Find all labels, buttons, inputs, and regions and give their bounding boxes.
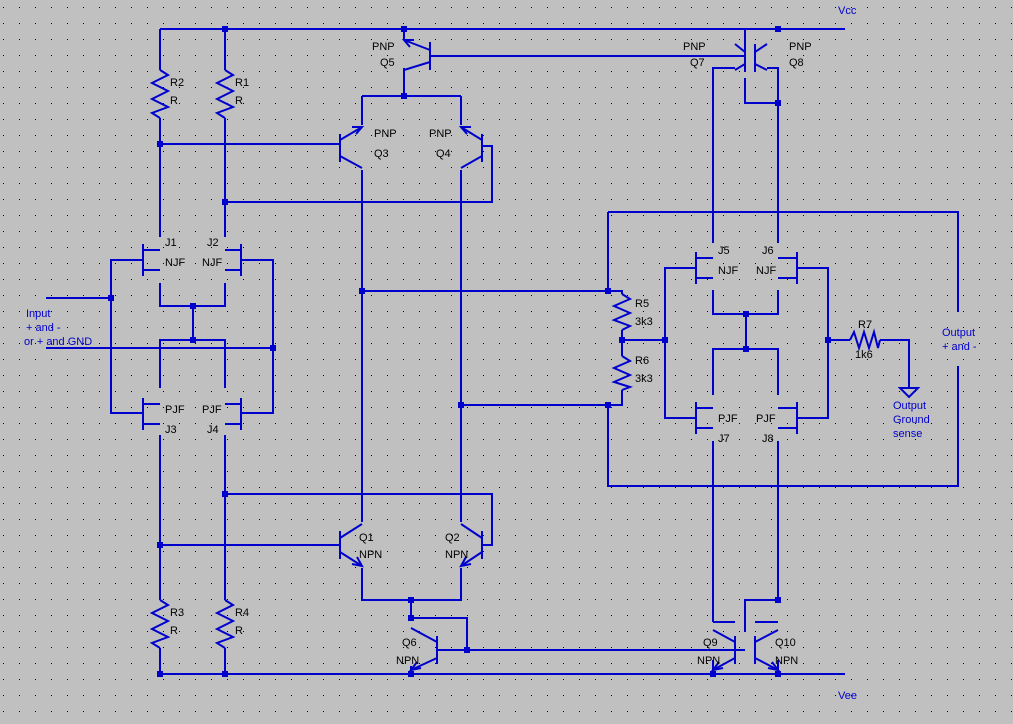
q2-name: Q2	[445, 532, 460, 544]
q7-type: PNP	[683, 41, 706, 53]
j1-type: NJF	[165, 257, 185, 269]
r1-name: R1	[235, 77, 249, 89]
input-label-3: or + and GND	[24, 336, 92, 348]
output-label-1: Output	[942, 327, 975, 339]
wires	[46, 28, 959, 675]
r4-name: R4	[235, 607, 249, 619]
q8-type: PNP	[789, 41, 812, 53]
jfet-j6-symbol[interactable]	[778, 252, 803, 284]
j2-name: J2	[207, 237, 219, 249]
resistor-r3-symbol[interactable]	[149, 599, 171, 649]
r2-name: R2	[170, 77, 184, 89]
q5-type: PNP	[372, 41, 395, 53]
r7-name: R7	[858, 319, 872, 331]
transistor-q3-symbol[interactable]	[339, 126, 365, 169]
jfet-j7-symbol[interactable]	[690, 402, 713, 434]
q10-type: NPN	[775, 655, 798, 667]
r1-value: R	[235, 95, 243, 107]
input-label-2: + and -	[26, 322, 61, 334]
transistor-q1-symbol[interactable]	[339, 523, 364, 568]
vcc-label: Vcc	[838, 5, 857, 17]
transistor-q9-symbol[interactable]	[710, 629, 736, 672]
transistor-q10-symbol[interactable]	[754, 629, 781, 672]
transistor-q4-symbol[interactable]	[458, 126, 483, 169]
q6-name: Q6	[402, 637, 417, 649]
j6-name: J6	[762, 245, 774, 257]
r4-value: R	[235, 625, 243, 637]
resistor-r4-symbol[interactable]	[214, 599, 236, 649]
q9-type: NPN	[697, 655, 720, 667]
q10-name: Q10	[775, 637, 796, 649]
ground-sense-label-3: sense	[893, 428, 922, 440]
q6-type: NPN	[396, 655, 419, 667]
jfet-j8-symbol[interactable]	[778, 402, 803, 434]
j4-name: J4	[207, 424, 219, 436]
r6-value: 3k3	[635, 373, 653, 385]
j3-name: J3	[165, 424, 177, 436]
resistor-r5-symbol[interactable]	[611, 293, 633, 331]
q4-type: PNP	[429, 128, 452, 140]
j1-name: J1	[165, 237, 177, 249]
q7-name: Q7	[690, 57, 705, 69]
q3-type: PNP	[374, 128, 397, 140]
ground-sense-symbol	[897, 387, 921, 399]
jfet-j3-symbol[interactable]	[137, 398, 160, 430]
junctions	[108, 26, 831, 677]
transistor-q8-symbol[interactable]	[754, 43, 768, 72]
q2-type: NPN	[445, 549, 468, 561]
transistor-q2-symbol[interactable]	[459, 523, 483, 568]
r3-name: R3	[170, 607, 184, 619]
q3-name: Q3	[374, 148, 389, 160]
j5-type: NJF	[718, 265, 738, 277]
q5-name: Q5	[380, 57, 395, 69]
j5-name: J5	[718, 245, 730, 257]
input-label-1: Input	[26, 308, 50, 320]
ground-sense-label-1: Output	[893, 400, 926, 412]
jfet-j2-symbol[interactable]	[225, 244, 247, 276]
resistor-r2-symbol[interactable]	[149, 69, 171, 119]
resistor-r6-symbol[interactable]	[611, 355, 634, 391]
jfet-j5-symbol[interactable]	[690, 252, 713, 284]
j6-type: NJF	[756, 265, 776, 277]
q1-type: NPN	[359, 549, 382, 561]
transistor-q6-symbol[interactable]	[408, 627, 438, 672]
j7-name: J7	[718, 433, 730, 445]
resistor-r7-symbol[interactable]	[849, 328, 881, 352]
ground-sense-label-2: Ground	[893, 414, 930, 426]
j8-name: J8	[762, 433, 774, 445]
r2-value: R	[170, 95, 178, 107]
transistor-q5-symbol[interactable]	[401, 39, 431, 71]
j8-type: PJF	[756, 413, 776, 425]
r3-value: R	[170, 625, 178, 637]
j4-type: PJF	[202, 404, 222, 416]
j3-type: PJF	[165, 404, 185, 416]
jfet-j4-symbol[interactable]	[225, 398, 247, 430]
j2-type: NJF	[202, 257, 222, 269]
q8-name: Q8	[789, 57, 804, 69]
q9-name: Q9	[703, 637, 718, 649]
r5-value: 3k3	[635, 316, 653, 328]
r5-name: R5	[635, 298, 649, 310]
transistor-q7-symbol[interactable]	[734, 43, 746, 72]
output-label-2: + and -	[942, 341, 977, 353]
r6-name: R6	[635, 355, 649, 367]
q4-name: Q4	[436, 148, 451, 160]
vee-label: Vee	[838, 690, 857, 702]
r7-value: 1k6	[855, 349, 873, 361]
resistor-r1-symbol[interactable]	[214, 69, 236, 119]
jfet-j1-symbol[interactable]	[137, 244, 160, 276]
j7-type: PJF	[718, 413, 738, 425]
q1-name: Q1	[359, 532, 374, 544]
